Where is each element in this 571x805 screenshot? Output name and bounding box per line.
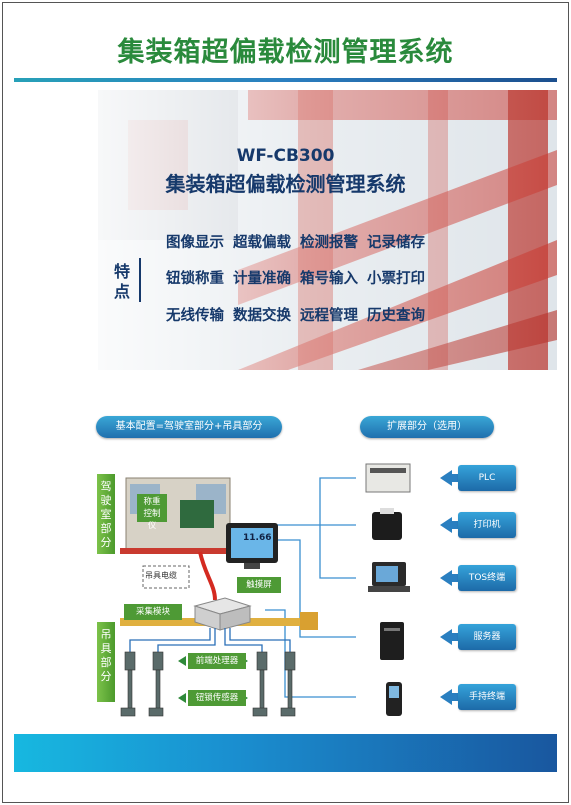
feature-item: 数据交换 xyxy=(233,308,291,324)
title-divider xyxy=(14,78,557,82)
ext-plc-box: PLC xyxy=(458,465,516,491)
ext-handheld-box: 手持终端 xyxy=(458,684,516,710)
feature-row-3: 无线传输数据交换远程管理历史查询 xyxy=(166,304,434,325)
screen-readout: 11.66 xyxy=(243,533,272,543)
acquisition-module-label: 采集模块 xyxy=(124,604,182,620)
feature-item: 箱号输入 xyxy=(300,271,358,287)
system-name: 集装箱超偏载检测管理系统 xyxy=(165,172,406,196)
banner-image xyxy=(98,90,557,370)
feature-item: 图像显示 xyxy=(166,235,224,251)
feature-item: 检测报警 xyxy=(300,235,358,251)
printer-device-icon xyxy=(372,508,402,540)
spreader-cable-label: 吊具电缆 xyxy=(145,571,177,580)
touch-screen-label: 触摸屏 xyxy=(237,577,281,593)
lock-sensor-label: 钮锁传感器 xyxy=(188,690,246,706)
weighing-controller-label: 称重控制仪 xyxy=(137,494,167,531)
feature-item: 无线传输 xyxy=(166,308,224,324)
touch-screen-icon xyxy=(226,523,278,569)
plc-device-icon xyxy=(365,463,411,493)
features-label: 特点 xyxy=(113,262,130,301)
feature-item: 钮锁称重 xyxy=(166,271,224,287)
handheld-terminal-icon xyxy=(386,682,402,716)
crane-structure-graphic xyxy=(98,90,557,370)
feature-item: 记录储存 xyxy=(367,235,425,251)
feature-row-1: 图像显示超载偏载检测报警记录储存 xyxy=(166,231,434,252)
feature-row-2: 钮锁称重计量准确箱号输入小票打印 xyxy=(166,267,434,288)
feature-item: 小票打印 xyxy=(367,271,425,287)
extension-header: 扩展部分（选用） xyxy=(360,416,494,438)
acquisition-module-icon xyxy=(193,597,252,631)
ext-printer-box: 打印机 xyxy=(458,512,516,538)
feature-item: 超载偏载 xyxy=(233,235,291,251)
feature-item: 历史查询 xyxy=(367,308,425,324)
rugged-terminal-icon xyxy=(368,562,410,592)
ext-server-box: 服务器 xyxy=(458,624,516,650)
twistlock-sensor-icons xyxy=(120,651,296,717)
front-processor-label: 前端处理器 xyxy=(188,653,246,669)
features-divider xyxy=(139,258,141,302)
model-number: WF-CB300 xyxy=(236,146,335,166)
spreader-section-label: 吊具部分 xyxy=(97,622,115,702)
feature-item: 计量准确 xyxy=(233,271,291,287)
feature-item: 远程管理 xyxy=(300,308,358,324)
ext-tos-terminal-box: TOS终端 xyxy=(458,565,516,591)
server-device-icon xyxy=(380,622,404,660)
page-title: 集装箱超偏载检测管理系统 xyxy=(117,37,454,68)
arrow-icons xyxy=(440,470,460,705)
basic-config-header: 基本配置=驾驶室部分+吊具部分 xyxy=(96,416,282,438)
cab-section-label: 驾驶室部分 xyxy=(97,474,115,554)
footer-bar xyxy=(14,734,557,772)
